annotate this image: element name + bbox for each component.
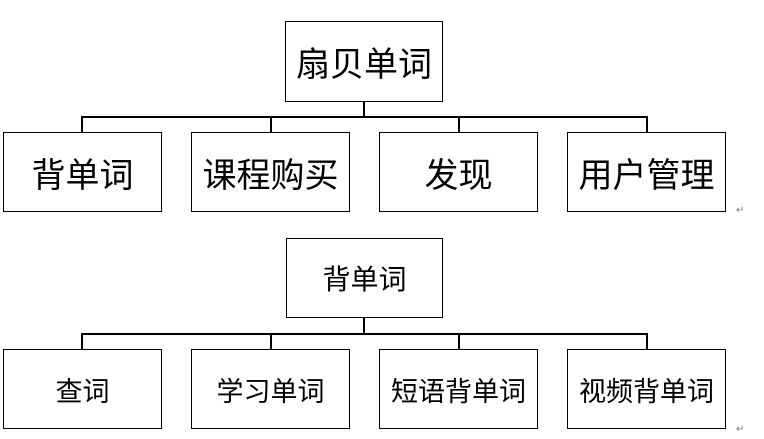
diagram2-child-node: 查词: [3, 349, 162, 429]
diagram2-branch-connector-3: [458, 333, 460, 350]
diagram2-child-node: 学习单词: [191, 349, 350, 429]
diagram1-branch-connector-3: [458, 116, 460, 133]
diagram2-branch-connector-2: [270, 333, 272, 350]
diagram2-branch-connector-4: [646, 333, 648, 350]
paragraph-mark: ↵: [736, 424, 745, 435]
diagram1-branch-connector-4: [646, 116, 648, 133]
diagram2-branch-connector-1: [81, 333, 83, 350]
diagram2-child-node: 短语背单词: [379, 349, 538, 429]
diagram1-branch-connector-2: [270, 116, 272, 133]
paragraph-mark: ↵: [736, 205, 745, 216]
diagram2-child-node: 视频背单词: [567, 349, 726, 429]
diagram2-horizontal-connector: [81, 333, 648, 335]
diagram1-child-node: 发现: [379, 132, 538, 212]
diagram1-child-node: 课程购买: [191, 132, 350, 212]
diagram1-child-node: 背单词: [3, 132, 162, 212]
diagram1-root-node: 扇贝单词: [285, 21, 443, 102]
diagram2-root-node: 背单词: [286, 238, 443, 318]
diagram2-trunk-connector: [363, 318, 365, 334]
diagram1-trunk-connector: [363, 102, 365, 117]
diagram1-child-node: 用户管理: [567, 132, 726, 212]
diagram1-horizontal-connector: [81, 116, 648, 118]
diagram1-branch-connector-1: [81, 116, 83, 133]
